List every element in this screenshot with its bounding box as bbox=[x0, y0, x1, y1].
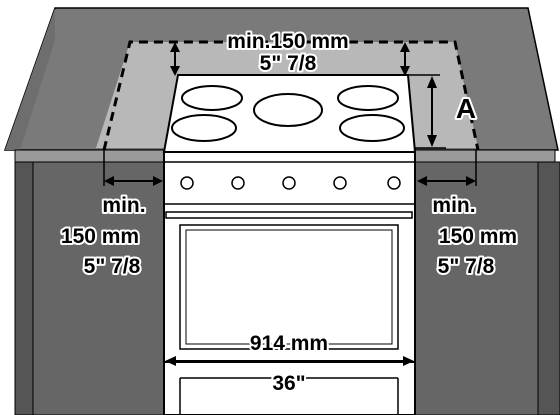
left-clearance-in-label: 5" 7/8 bbox=[84, 255, 141, 278]
knob-icon bbox=[333, 176, 347, 190]
left-clearance-min-label: min. bbox=[102, 194, 145, 217]
wall-left-panel bbox=[5, 8, 55, 150]
burner-icon bbox=[181, 85, 243, 111]
right-cabinet bbox=[409, 149, 560, 415]
oven-window bbox=[179, 224, 399, 350]
left-clearance-mm-label: 150 mm bbox=[61, 225, 139, 248]
right-clearance-arrow bbox=[417, 176, 476, 186]
dimension-a-marker bbox=[408, 74, 446, 149]
stove bbox=[162, 74, 417, 415]
burner-icon bbox=[253, 93, 323, 127]
dimension-a-label: A bbox=[456, 93, 476, 124]
knob-icon bbox=[387, 176, 401, 190]
top-clearance-mm-label: min.150 mm bbox=[227, 30, 348, 53]
right-clearance-mm-label: 150 mm bbox=[439, 225, 517, 248]
top-clearance-in-label: 5" 7/8 bbox=[260, 52, 317, 75]
oven-window-inner bbox=[185, 229, 393, 345]
left-clearance-arrow bbox=[104, 176, 163, 186]
left-cabinet bbox=[14, 149, 166, 415]
burner-icon bbox=[171, 114, 237, 142]
width-mm-label: 914 mm bbox=[250, 332, 328, 355]
oven-handle bbox=[165, 211, 413, 219]
width-in-label: 36" bbox=[272, 372, 305, 395]
stove-base bbox=[163, 361, 416, 415]
burner-icon bbox=[339, 114, 405, 142]
width-dimension-arrow bbox=[163, 350, 416, 372]
knob-icon bbox=[282, 176, 296, 190]
clearance-outline bbox=[102, 40, 480, 151]
right-clearance-min-label: min. bbox=[432, 194, 475, 217]
knob-icon bbox=[180, 176, 194, 190]
top-clearance-arrow-left bbox=[170, 42, 180, 76]
burner-icon bbox=[337, 85, 399, 111]
top-clearance-arrow-right bbox=[400, 42, 410, 76]
right-clearance-in-label: 5" 7/8 bbox=[438, 255, 495, 278]
knob-icon bbox=[231, 176, 245, 190]
